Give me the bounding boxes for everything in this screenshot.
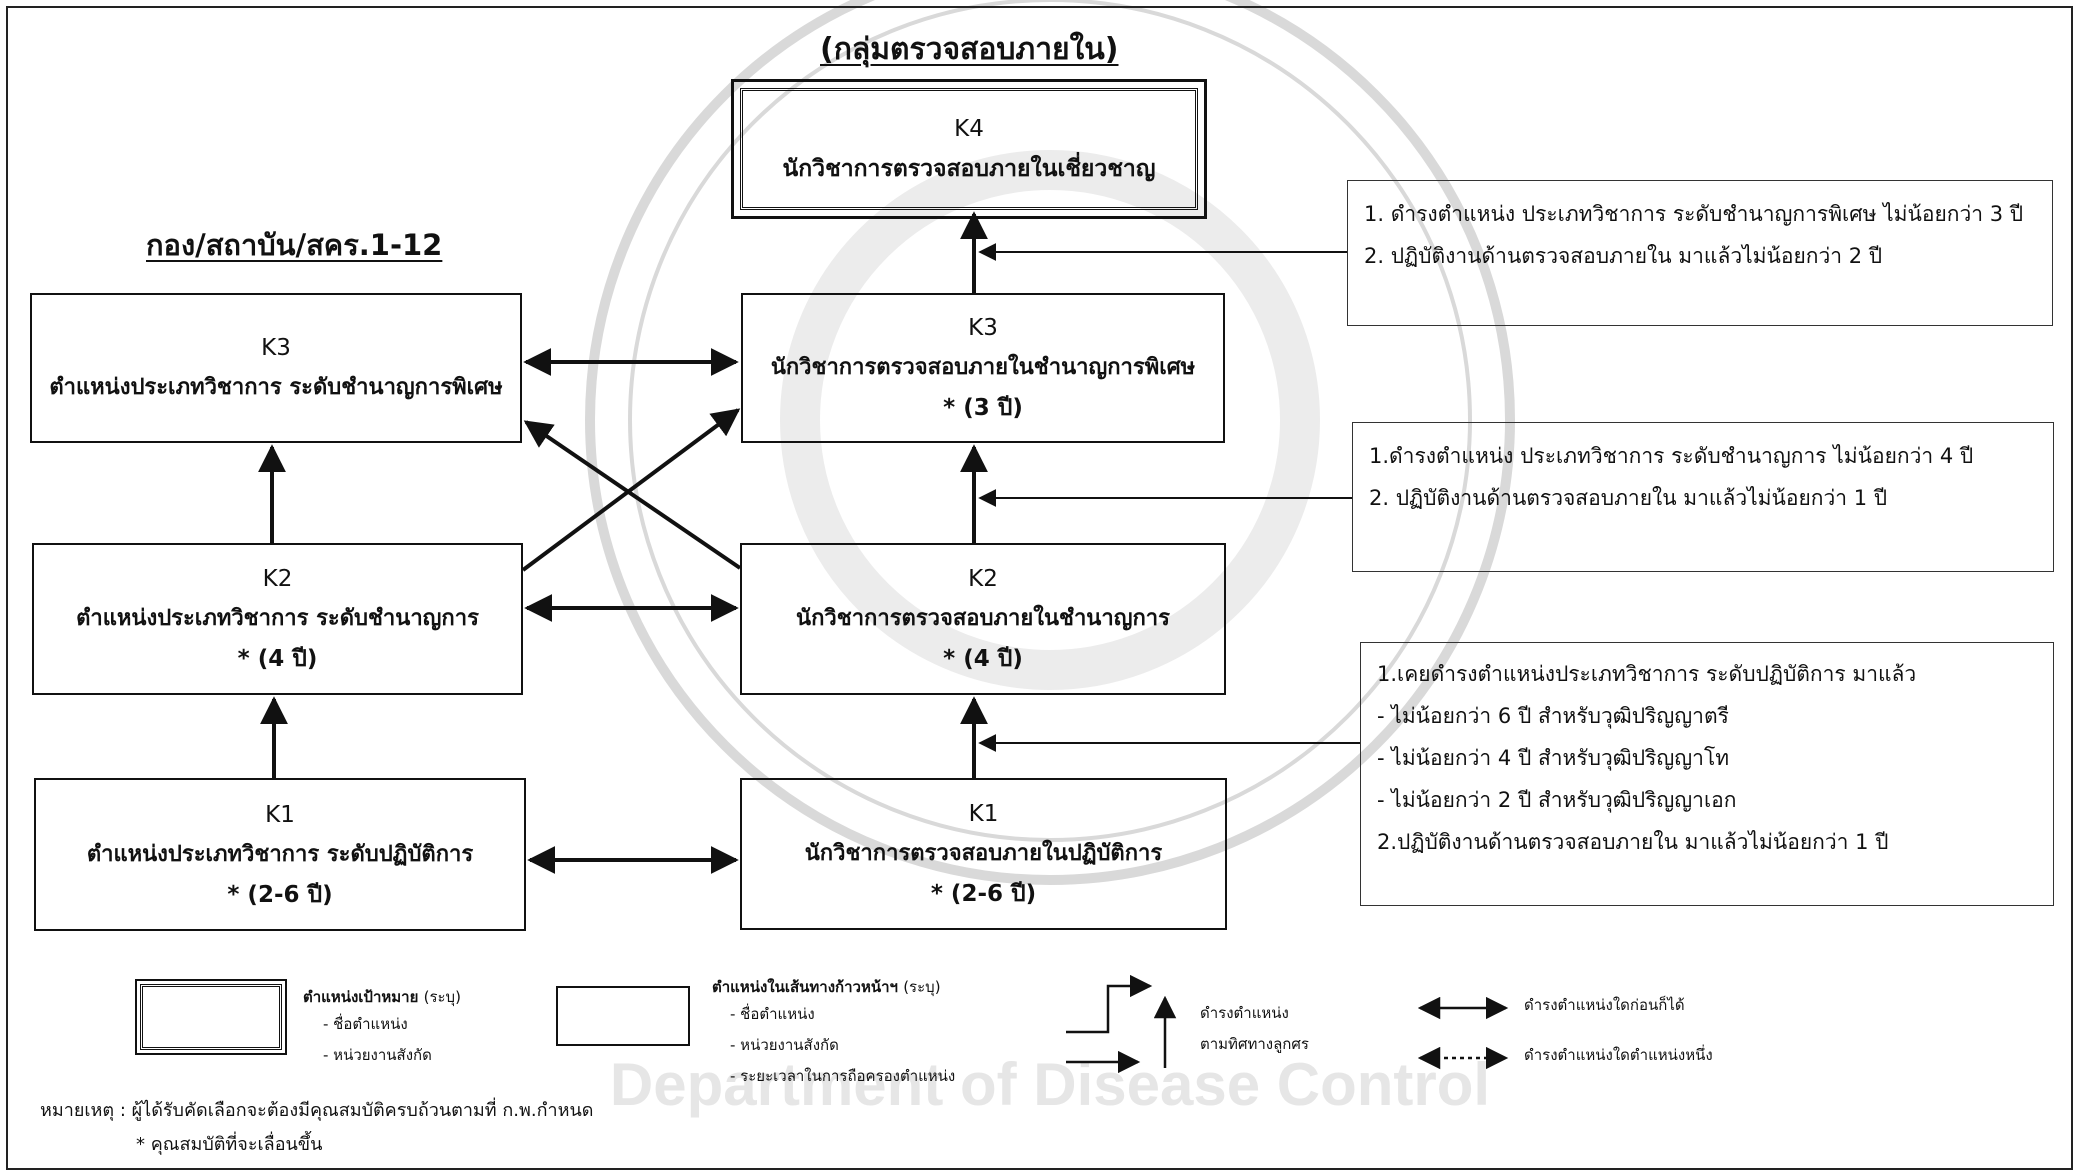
legend-item: - ชื่อตำแหน่ง (323, 1015, 408, 1033)
right-k4-box: K4 นักวิชาการตรวจสอบภายในเชี่ยวชาญ (731, 79, 1207, 219)
requirement-line: - ไม่น้อยกว่า 6 ปี สำหรับวุฒิปริญญาตรี (1377, 704, 1729, 728)
legend-target-box (135, 979, 287, 1055)
position-name: ตำแหน่งประเภทวิชาการ ระดับชำนาญการ (76, 606, 479, 631)
requirement-line: 2. ปฏิบัติงานด้านตรวจสอบภายใน มาแล้วไม่น… (1369, 486, 1888, 510)
position-name: ตำแหน่งประเภทวิชาการ ระดับชำนาญการพิเศษ (49, 375, 503, 400)
departments-title: กอง/สถาบัน/สคร.1-12 (146, 228, 443, 262)
requirement-line: 2. ปฏิบัติงานด้านตรวจสอบภายใน มาแล้วไม่น… (1364, 244, 1883, 268)
internal-audit-group-title: (กลุ่มตรวจสอบภายใน) (820, 32, 1119, 67)
legend-path-title: ตำแหน่งในเส้นทางก้าวหน้าฯ (712, 978, 898, 996)
requirement-line: - ไม่น้อยกว่า 2 ปี สำหรับวุฒิปริญญาเอก (1377, 788, 1737, 812)
level-label: K3 (968, 315, 998, 341)
position-name: นักวิชาการตรวจสอบภายในเชี่ยวชาญ (782, 156, 1156, 182)
legend-path-box (556, 986, 690, 1046)
level-label: K1 (968, 801, 999, 827)
requirements-to-k3: 1.ดำรงตำแหน่ง ประเภทวิชาการ ระดับชำนาญกา… (1352, 422, 2054, 572)
right-k2-to-left-k3-arrow (523, 420, 742, 570)
level-label: K2 (262, 566, 293, 592)
right-k1-box: K1 นักวิชาการตรวจสอบภายในปฏิบัติการ * (2… (740, 778, 1227, 930)
requirement-line: - ไม่น้อยกว่า 4 ปี สำหรับวุฒิปริญญาโท (1377, 746, 1730, 770)
requirement-line: 1. ดำรงตำแหน่ง ประเภทวิชาการ ระดับชำนาญก… (1364, 202, 2024, 226)
duration-label: * (4 ปี) (237, 646, 318, 672)
duration-label: * (2-6 ปี) (930, 881, 1037, 907)
legend-target-title: ตำแหน่งเป้าหมาย (303, 988, 419, 1006)
legend-dotted-arrow-text: ดำรงตำแหน่งใดตำแหน่งหนึ่ง (1524, 1046, 1713, 1064)
remark-line-2: * คุณสมบัติที่จะเลื่อนขึ้น (136, 1134, 323, 1155)
requirement-line: 1.ดำรงตำแหน่ง ประเภทวิชาการ ระดับชำนาญกา… (1369, 444, 1974, 468)
legend-item: - ชื่อตำแหน่ง (730, 1005, 815, 1023)
legend-item: - หน่วยงานสังกัด (730, 1036, 839, 1054)
right-k3-box: K3 นักวิชาการตรวจสอบภายในชำนาญการพิเศษ *… (741, 293, 1225, 443)
duration-label: * (4 ปี) (943, 646, 1023, 672)
position-name: นักวิชาการตรวจสอบภายในชำนาญการ (796, 606, 1170, 631)
right-k2-box: K2 นักวิชาการตรวจสอบภายในชำนาญการ * (4 ป… (740, 543, 1226, 695)
level-label: K3 (261, 335, 291, 361)
legend-target: ตำแหน่งเป้าหมาย (ระบุ) - ชื่อตำแหน่ง - ห… (303, 985, 461, 1071)
requirement-line: 2.ปฏิบัติงานด้านตรวจสอบภายใน มาแล้วไม่น้… (1377, 830, 1889, 854)
left-k2-box: K2 ตำแหน่งประเภทวิชาการ ระดับชำนาญการ * … (32, 543, 523, 695)
duration-label: * (3 ปี) (943, 395, 1023, 421)
legend-target-hint: (ระบุ) (423, 988, 461, 1006)
legend-item: - หน่วยงานสังกัด (323, 1046, 432, 1064)
remark-line-1: หมายเหตุ : ผู้ได้รับคัดเลือกจะต้องมีคุณส… (40, 1100, 594, 1121)
position-name: ตำแหน่งประเภทวิชาการ ระดับปฏิบัติการ (86, 841, 474, 867)
level-label: K4 (954, 116, 984, 142)
legend-double-arrow-text: ดำรงตำแหน่งใดก่อนก็ได้ (1524, 996, 1685, 1014)
legend-item: ดำรงตำแหน่ง (1200, 1004, 1289, 1022)
left-k2-to-right-k3-arrow (521, 408, 741, 572)
requirements-to-k4: 1. ดำรงตำแหน่ง ประเภทวิชาการ ระดับชำนาญก… (1347, 180, 2053, 326)
legend-path-hint: (ระบุ) (903, 978, 941, 996)
legend-direction-arrow (1066, 974, 1153, 1034)
legend-path: ตำแหน่งในเส้นทางก้าวหน้าฯ (ระบุ) - ชื่อต… (712, 975, 955, 1092)
left-k3-box: K3 ตำแหน่งประเภทวิชาการ ระดับชำนาญการพิเ… (30, 293, 522, 443)
legend-direction-text: ดำรงตำแหน่ง ตามทิศทางลูกศร (1200, 998, 1309, 1060)
diagram-frame (6, 6, 2073, 1170)
legend-item: - ระยะเวลาในการถือครองตำแหน่ง (730, 1067, 956, 1085)
position-name: นักวิชาการตรวจสอบภายในปฏิบัติการ (804, 841, 1163, 866)
requirement-line: 1.เคยดำรงตำแหน่งประเภทวิชาการ ระดับปฏิบั… (1377, 662, 1917, 686)
left-k1-box: K1 ตำแหน่งประเภทวิชาการ ระดับปฏิบัติการ … (34, 778, 526, 931)
position-name: นักวิชาการตรวจสอบภายในชำนาญการพิเศษ (770, 355, 1196, 380)
requirements-to-k2: 1.เคยดำรงตำแหน่งประเภทวิชาการ ระดับปฏิบั… (1360, 642, 2054, 906)
duration-label: * (2-6 ปี) (227, 881, 333, 908)
level-label: K2 (968, 566, 998, 592)
legend-item: ตามทิศทางลูกศร (1200, 1035, 1309, 1053)
level-label: K1 (265, 801, 295, 828)
